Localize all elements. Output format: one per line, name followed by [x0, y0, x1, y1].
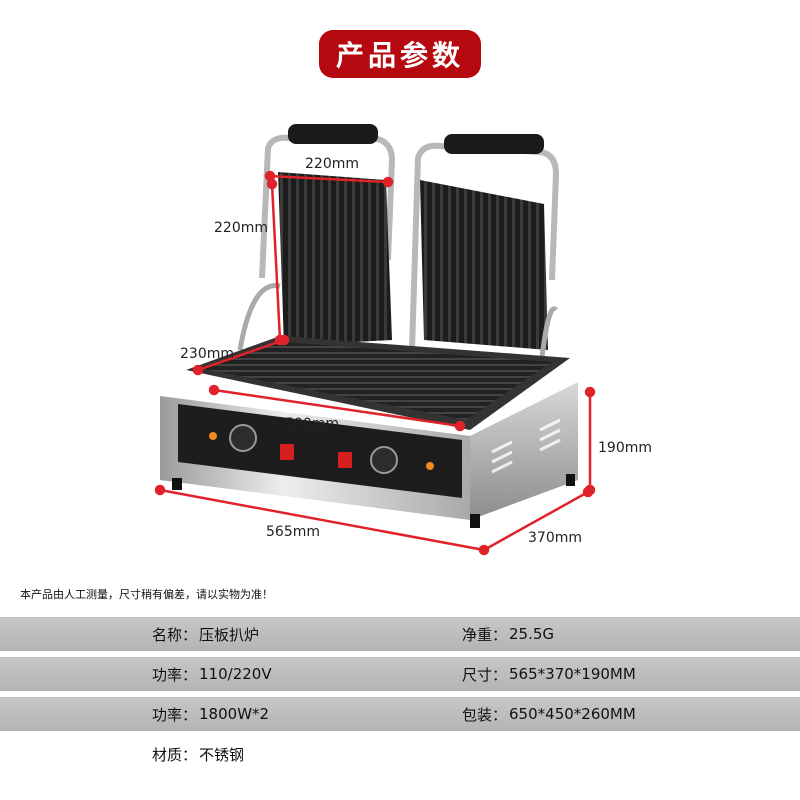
- spec-value: 压板扒炉: [199, 625, 260, 644]
- spec-label: 功率：: [152, 705, 198, 724]
- spec-cell-left: 功率： 110/220V: [152, 657, 272, 691]
- spec-value: 1800W*2: [199, 705, 270, 723]
- grill-body-side: [470, 382, 578, 520]
- spec-value: 565*370*190MM: [509, 665, 636, 683]
- dim-top-plate-width: 220mm: [305, 156, 359, 172]
- right-indicator-icon: [426, 462, 434, 470]
- spec-row: 名称： 压板扒炉 净重： 25.5G: [0, 617, 800, 651]
- spec-value: 650*450*260MM: [509, 705, 636, 723]
- spec-label: 包装：: [462, 705, 508, 724]
- spec-label: 材质：: [152, 745, 198, 764]
- page-title: 产品参数: [319, 30, 481, 78]
- spec-cell-left: 名称： 压板扒炉: [152, 617, 259, 651]
- spec-cell-right: 净重： 25.5G: [462, 617, 554, 651]
- dim-body-height: 190mm: [598, 440, 652, 456]
- dim-body-length: 565mm: [266, 524, 320, 540]
- spec-label: 净重：: [462, 625, 508, 644]
- spec-row: 材质： 不锈钢: [0, 737, 800, 771]
- panini-grill-illustration: 220mm 220mm 230mm 500mm 190mm 565mm 370m…: [154, 124, 652, 556]
- spec-cell-left: 材质： 不锈钢: [152, 737, 244, 771]
- spec-cell-left: 功率： 1800W*2: [152, 697, 269, 731]
- spec-table: 名称： 压板扒炉 净重： 25.5G 功率： 110/220V 尺寸： 565*…: [0, 617, 800, 777]
- spec-label: 名称：: [152, 625, 198, 644]
- left-indicator-icon: [209, 432, 217, 440]
- right-knob-icon: [370, 446, 398, 474]
- spec-row: 功率： 110/220V 尺寸： 565*370*190MM: [0, 657, 800, 691]
- left-knob-icon: [229, 424, 257, 452]
- spec-cell-right: 包装： 650*450*260MM: [462, 697, 636, 731]
- left-switch-icon: [280, 444, 294, 460]
- bottom-grill-plate: [198, 342, 552, 420]
- spec-label: 尺寸：: [462, 665, 508, 684]
- dim-top-plate-height: 220mm: [214, 220, 268, 236]
- spec-label: 功率：: [152, 665, 198, 684]
- measurement-disclaimer: 本产品由人工测量，尺寸稍有偏差，请以实物为准！: [20, 588, 273, 601]
- spec-value: 不锈钢: [199, 745, 245, 764]
- spec-value: 25.5G: [509, 625, 555, 643]
- right-top-plate: [420, 180, 548, 350]
- dim-bottom-plate-width: 500mm: [285, 416, 339, 432]
- spec-row: 功率： 1800W*2 包装： 650*450*260MM: [0, 697, 800, 731]
- right-handle-grip: [444, 134, 544, 154]
- dim-body-depth: 370mm: [528, 530, 582, 546]
- spec-cell-right: 尺寸： 565*370*190MM: [462, 657, 636, 691]
- dim-bottom-plate-depth: 230mm: [180, 346, 234, 362]
- product-image: 220mm 220mm 230mm 500mm 190mm 565mm 370m…: [0, 100, 800, 580]
- right-switch-icon: [338, 452, 352, 468]
- spec-value: 110/220V: [199, 665, 272, 683]
- left-top-plate: [278, 172, 392, 346]
- left-handle-grip: [288, 124, 378, 144]
